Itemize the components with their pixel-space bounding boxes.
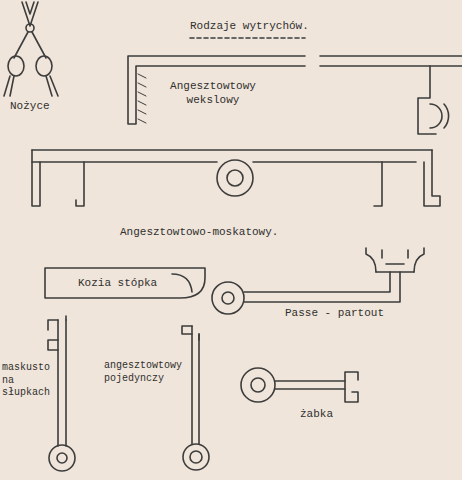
passe-partout-key [212, 248, 424, 314]
diagram-title: Rodzaje wytrychów. [190, 20, 309, 32]
pojedynczy-pick [182, 326, 209, 470]
key-label: Passe - partout [285, 307, 415, 321]
title-underline [190, 37, 305, 39]
fringe-strokes [138, 74, 146, 123]
kozia-stopka-pick [45, 268, 205, 298]
pick-label: Angesztowtowo-moskatowy. [120, 226, 320, 240]
wekslowy-pick [128, 56, 462, 134]
pick-label: maskusto na słupkach [2, 362, 54, 400]
pick-label: Angesztowtowy wekslowy [158, 80, 268, 108]
key-label: żabka [300, 408, 360, 422]
moskatowy-pick [32, 150, 440, 206]
scissors-label: Nożyce [10, 100, 80, 114]
scissors-figure [4, 2, 58, 96]
pick-label: angesztowtowy pojedynczy [104, 360, 188, 385]
maskusto-pick [48, 316, 75, 471]
pick-label: Kozia stópka [78, 277, 173, 291]
zabka-key [241, 368, 358, 402]
